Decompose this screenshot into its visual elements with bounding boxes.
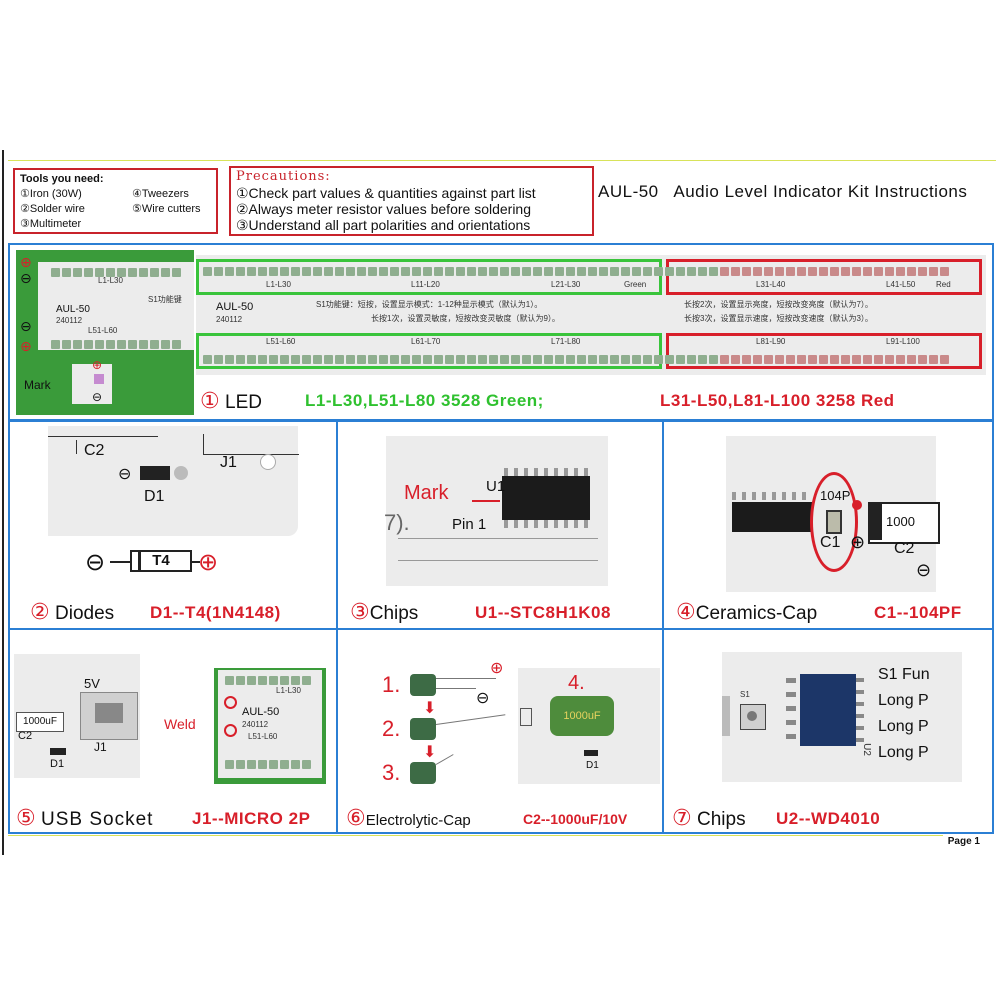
arrow-down-icon: ⬇ [423, 744, 437, 761]
capacitor-icon [410, 674, 436, 696]
usb-socket [80, 692, 138, 740]
red-highlight [666, 333, 982, 369]
section-caption: ⑤ USB Socket [16, 806, 154, 831]
minus-icon: ⊖ [916, 560, 932, 580]
led-photo: L1-L30 S1功能键 AUL-50 240112 L51-L60 ⊕ ⊖ ⊖… [16, 250, 194, 415]
chip-u2-module [800, 674, 856, 746]
left-edge-rule [2, 150, 4, 855]
weld-label: Weld [164, 716, 196, 732]
section-name: LED [225, 392, 262, 413]
tool-item: ②Solder wire [20, 203, 85, 215]
diode-spec: D1--T4(1N4148) [150, 603, 281, 622]
section-chips-u2: S1 U2 S1 Fun Long P Long P Long P ⑦ Chip… [662, 628, 994, 834]
title-text: Audio Level Indicator Kit Instructions [673, 182, 968, 201]
weld-point [224, 696, 237, 709]
minus-icon: ⊖ [476, 690, 490, 707]
mark-label: Mark [404, 482, 449, 504]
tool-item: ③Multimeter [20, 218, 82, 230]
tool-item: ⑤Wire cutters [132, 203, 201, 215]
ceramic-spec: C1--104PF [874, 603, 962, 622]
minus-icon: ⊖ [20, 270, 32, 286]
usb-photo: 5V 1000uF C2 J1 D1 [14, 654, 140, 778]
section-caption: ① LED [200, 389, 262, 414]
section-chips-u1: Mark U1 7). Pin 1 ③Chips U1--STC8H1K08 [336, 420, 664, 630]
section-caption: ④Ceramics-Cap [676, 600, 818, 625]
red-highlight [666, 259, 982, 295]
minus-icon: ⊖ [20, 318, 32, 334]
s1-function-text: S1 Fun [878, 666, 930, 683]
section-electrolytic: 1. 2. 3. ⊕ ⊖ ⬇ ⬇ 1000uF 4. D1 ⑥Electroly… [336, 628, 664, 834]
arrow-down-icon: ⬇ [423, 700, 437, 717]
weld-photo: L1-L30 AUL-50 240112 L51-L60 [214, 668, 326, 784]
chip-u2-photo: S1 U2 S1 Fun Long P Long P Long P [722, 652, 962, 782]
chip-u1-spec: U1--STC8H1K08 [475, 603, 611, 622]
precautions-box: Precautions: ①Check part values & quanti… [229, 166, 594, 236]
step-four-label: 4. [568, 672, 585, 694]
electrolytic-spec: C2--1000uF/10V [523, 811, 628, 827]
plus-icon: ⊕ [92, 358, 103, 372]
chip-u2-spec: U2--WD4010 [776, 809, 881, 828]
title-model: AUL-50 [598, 182, 659, 201]
section-caption: ⑥Electrolytic-Cap [346, 806, 471, 831]
mark-label: Mark [24, 378, 51, 392]
led-spec-red: L31-L50,L81-L100 3258 Red [660, 391, 895, 410]
weld-point [224, 724, 237, 737]
minus-icon: ⊖ [118, 466, 132, 483]
diode-chip [140, 466, 170, 480]
capacitor-icon [410, 762, 436, 784]
tool-item: ①Iron (30W) [20, 188, 82, 200]
section-caption: ⑦ Chips [672, 806, 746, 831]
tool-item: ④Tweezers [132, 188, 189, 200]
diode-photo: C2 J1 ⊖ D1 [48, 426, 299, 536]
electrolytic-photo: 1000uF 4. D1 [518, 668, 660, 784]
document-title: AUL-50 Audio Level Indicator Kit Instruc… [598, 182, 967, 202]
plus-icon: ⊕ [850, 532, 866, 552]
section-ceramics: 104P C1 ⊕ 1000 C2 ⊖ ④Ceramics-Cap C1--10… [662, 420, 994, 630]
page-number: Page 1 [947, 836, 980, 847]
capacitor-icon [410, 718, 436, 740]
precautions-title: Precautions: [236, 169, 331, 184]
plus-icon: ⊕ [198, 549, 219, 576]
section-usb: 5V 1000uF C2 J1 D1 L1-L30 AUL-50 240112 … [8, 628, 338, 834]
led-chip-icon [94, 374, 104, 384]
green-highlight [196, 259, 662, 295]
tools-title: Tools you need: [20, 173, 104, 185]
chip-u1 [502, 476, 590, 520]
plus-icon: ⊕ [20, 254, 32, 270]
diode-symbol: T4 [130, 550, 192, 572]
green-highlight [196, 333, 662, 369]
chip-photo: Mark U1 7). Pin 1 [384, 436, 608, 586]
led-board-photo: L1-L30 L11-L20 L21-L30 Green L31-L40 L41… [196, 255, 986, 375]
bottom-rule [8, 835, 943, 836]
precaution-item: ①Check part values & quantities against … [236, 185, 536, 201]
ceramic-photo: 104P C1 ⊕ 1000 C2 ⊖ [726, 436, 940, 592]
section-caption: ③Chips [350, 600, 419, 625]
highlight-ellipse [810, 472, 858, 572]
led-spec-green: L1-L30,L51-L80 3528 Green; [305, 391, 544, 410]
section-diodes: C2 J1 ⊖ D1 ⊖ T4 ⊕ ② Diodes D1--T4(1N4148… [8, 420, 338, 630]
arrow-icon [472, 500, 500, 502]
section-led: L1-L30 S1功能键 AUL-50 240112 L51-L60 ⊕ ⊖ ⊖… [8, 243, 994, 421]
top-rule [8, 160, 996, 161]
plus-icon: ⊕ [490, 660, 504, 677]
usb-spec: J1--MICRO 2P [192, 809, 311, 828]
plus-icon: ⊕ [20, 338, 32, 354]
precaution-item: ②Always meter resistor values before sol… [236, 201, 532, 217]
tools-box: Tools you need: ①Iron (30W) ④Tweezers ②S… [13, 168, 218, 234]
section-caption: ② Diodes [30, 600, 115, 625]
minus-icon: ⊖ [85, 549, 106, 576]
minus-icon: ⊖ [92, 390, 103, 404]
precaution-item: ③Understand all part polarities and orie… [236, 217, 531, 233]
switch-s1 [740, 704, 766, 730]
